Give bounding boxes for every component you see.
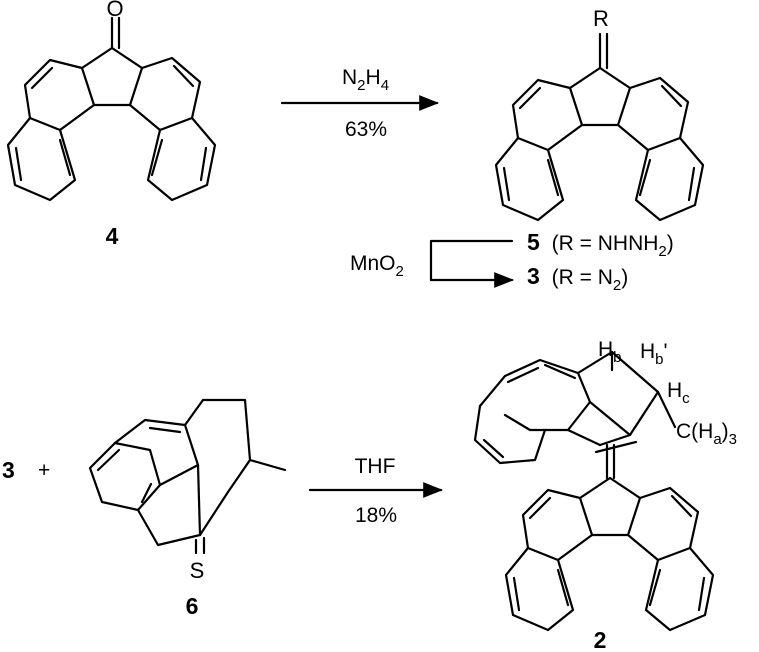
compound-5-structure	[494, 32, 705, 222]
compound-6-structure	[88, 398, 287, 555]
hc-label: Hc	[667, 379, 690, 407]
hb-label: Hb	[598, 338, 622, 366]
hb-prime-label: Hb'	[640, 340, 668, 368]
compound-2-label: 2	[594, 627, 607, 652]
solvent-thf: THF	[355, 455, 396, 478]
mno2-bracket	[429, 239, 514, 282]
oxygen-atom-label: O	[106, 0, 123, 21]
yield-1: 63%	[345, 118, 387, 141]
reagent-mno2: MnO2	[350, 252, 404, 280]
compound-4-structure	[6, 16, 217, 202]
compound-4-label: 4	[106, 223, 119, 249]
yield-3: 18%	[355, 504, 397, 527]
methyl-group-label: C(Ha)3	[676, 420, 737, 448]
reactant-3-label: 3	[2, 457, 15, 483]
compound-5-row: 5 (R = NHNH2)	[527, 229, 674, 260]
compound-3-label: 3	[527, 263, 540, 289]
compound-3-row: 3 (R = N2)	[527, 263, 628, 294]
compound-5-label: 5	[527, 229, 540, 255]
compound-2-structure	[473, 350, 715, 632]
sulfur-atom-label: S	[190, 558, 205, 583]
r-group-label: R	[593, 6, 609, 31]
reagent-hydrazine: N2H4	[342, 66, 389, 94]
plus-sign: +	[38, 459, 50, 482]
compound-6-label: 6	[186, 593, 199, 619]
